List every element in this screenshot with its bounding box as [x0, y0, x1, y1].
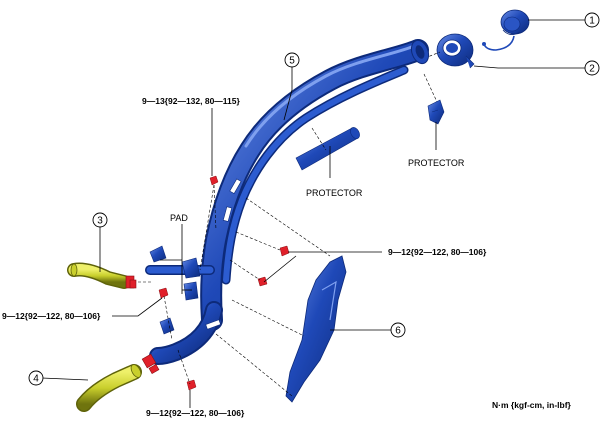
hose-3	[67, 262, 131, 289]
hose-3-clamp	[125, 275, 137, 289]
filler-cap	[482, 9, 530, 51]
callout-4: 4	[28, 370, 44, 386]
protector-label-middle: PROTECTOR	[306, 188, 363, 198]
hose-4	[76, 364, 142, 412]
bolt-right-upper	[279, 245, 290, 257]
heat-protector-plate	[285, 255, 347, 403]
bolt-right-lower	[257, 276, 268, 287]
pad-label: PAD	[170, 213, 188, 223]
upper-protector-bracket	[427, 99, 445, 125]
callout-2: 2	[584, 60, 600, 76]
bolt-bottom	[186, 379, 197, 391]
units-label: N·m {kgf-cm, in-lbf}	[492, 400, 572, 410]
torque-label-top: 9—13{92—132, 80—115}	[142, 96, 241, 106]
svg-text:1: 1	[589, 16, 595, 27]
middle-protector	[295, 127, 360, 171]
bolt-left	[158, 287, 169, 299]
svg-text:4: 4	[33, 374, 39, 385]
svg-text:6: 6	[395, 326, 401, 337]
callout-6: 6	[390, 322, 406, 338]
bolt-top	[209, 175, 219, 186]
filler-neck-ring	[436, 33, 475, 69]
pad-pieces	[149, 245, 201, 335]
svg-text:3: 3	[97, 216, 103, 227]
svg-text:5: 5	[289, 56, 295, 67]
torque-label-right: 9—12{92—122, 80—106}	[388, 247, 487, 257]
filler-pipe	[145, 39, 430, 365]
torque-label-left: 9—12{92—122, 80—106}	[2, 311, 101, 321]
protector-label-upper: PROTECTOR	[408, 158, 465, 168]
callout-1: 1	[584, 12, 600, 28]
callout-3: 3	[92, 212, 108, 228]
assembly-lines	[138, 127, 331, 397]
callout-5: 5	[284, 52, 300, 68]
svg-text:2: 2	[589, 64, 595, 75]
hose-4-clamp	[141, 353, 160, 375]
torque-label-bottom: 9—12{92—122, 80—106}	[146, 408, 245, 418]
leader-lines	[41, 19, 585, 408]
